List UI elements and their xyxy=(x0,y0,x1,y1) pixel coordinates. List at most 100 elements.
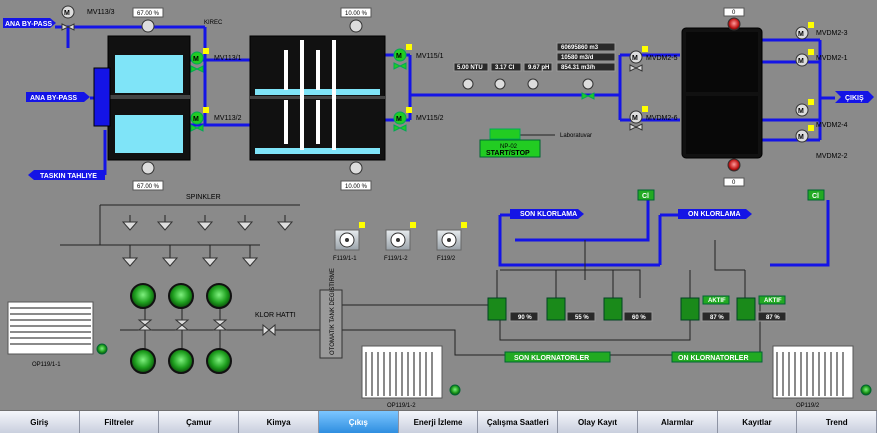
nav-button-5[interactable]: Enerji İzleme xyxy=(398,411,479,433)
filter-tank-2 xyxy=(249,35,386,161)
label-mvdm2-1: MVDM2-1 xyxy=(816,55,848,62)
nav-button-7[interactable]: Olay Kayıt xyxy=(558,411,638,433)
valve-mv113-3[interactable]: M xyxy=(61,5,75,31)
son-chlor-2-value: 55 % xyxy=(575,315,589,321)
nav-button-0[interactable]: Giriş xyxy=(0,411,80,433)
nav-button-4[interactable]: Çıkış xyxy=(318,411,399,433)
fan-f119-1-1[interactable] xyxy=(334,222,365,251)
valve-mvdm2-2[interactable]: M xyxy=(795,125,814,143)
label-mv115-1: MV115/1 xyxy=(416,53,444,60)
son-klorlama-arrow: SON KLORLAMA xyxy=(510,209,584,219)
label-mv115-2: MV115/2 xyxy=(416,115,444,122)
fan-f119-2[interactable] xyxy=(436,222,467,251)
tank-changer-label: OTOMATIK TANK DEGISTIRME xyxy=(330,268,336,355)
label-kirec: KIREC xyxy=(204,20,223,26)
fan-label-3: F119/2 xyxy=(437,256,456,262)
on-klorlama-label: ON KLORLAMA xyxy=(688,211,741,218)
filter-tank-1 xyxy=(93,35,191,161)
nav-button-9[interactable]: Kayıtlar xyxy=(717,411,798,433)
valve-mvdm2-4[interactable]: M xyxy=(795,99,814,117)
op-panel-1[interactable] xyxy=(7,301,108,355)
fan-label-1: F119/1-1 xyxy=(333,256,357,262)
inline-valve-icon[interactable] xyxy=(581,92,595,100)
fan-label-2: F119/1-2 xyxy=(384,256,408,262)
svg-text:M: M xyxy=(632,55,638,62)
valve-mvdm2-3[interactable]: M xyxy=(795,22,814,40)
label-mv113-1: MV113/1 xyxy=(214,55,242,62)
on-chlor-1-value: 87 % xyxy=(710,315,724,321)
valve-mv113-2[interactable]: M xyxy=(190,107,209,132)
ana-bypass-top-arrow[interactable]: ANA BY-PASS xyxy=(3,18,56,28)
flow-rate-value: 854.31 m3/h xyxy=(561,65,595,71)
taskin-tahliye-arrow[interactable]: TASKIN TAHLIYE xyxy=(28,170,105,180)
svg-text:M: M xyxy=(193,116,199,123)
label-mvdm2-2: MVDM2-2 xyxy=(816,153,848,160)
nav-button-10[interactable]: Trend xyxy=(797,411,877,433)
svg-text:M: M xyxy=(193,56,199,63)
cl-sensor-2-label: Cl xyxy=(812,193,819,200)
on-klornatorler-label: ON KLORNATORLER xyxy=(678,355,749,362)
nav-button-1[interactable]: Filtreler xyxy=(79,411,160,433)
ph-value: 9.67 pH xyxy=(528,65,549,71)
pump-np02-label: NP-02 xyxy=(500,144,518,150)
son-chlor-3-value: 60 % xyxy=(632,315,646,321)
label-mv113-3: MV113/3 xyxy=(87,9,115,16)
cl-sensor-1-label: Cl xyxy=(642,193,649,200)
valve-mv115-1[interactable]: M xyxy=(393,44,412,70)
label-mvdm2-5: MVDM2-5 xyxy=(646,55,678,62)
taskin-tahliye-label: TASKIN TAHLIYE xyxy=(40,173,97,180)
value-top-right: 0 xyxy=(732,10,736,16)
nav-button-3[interactable]: Kimya xyxy=(239,411,319,433)
svg-text:M: M xyxy=(632,115,638,122)
pump-np02[interactable]: NP-02 START/STOP xyxy=(479,128,541,158)
op-panel-1-label: OP119/1-1 xyxy=(32,362,61,368)
chlorine-cylinders[interactable] xyxy=(130,283,232,374)
value-boxes xyxy=(132,7,745,191)
valve-mvdm2-5[interactable]: M xyxy=(629,46,648,72)
op-panel-3-label: OP119/2 xyxy=(796,403,820,409)
op-panel-3[interactable] xyxy=(772,345,872,399)
pump-start-stop-label: START/STOP xyxy=(486,150,530,157)
level-bot-2: 10.00 % xyxy=(345,184,368,190)
son-chlor-1-value: 90 % xyxy=(518,315,532,321)
nav-button-8[interactable]: Alarmlar xyxy=(637,411,718,433)
spinkler-label: SPINKLER xyxy=(186,194,221,201)
value-bot-right: 0 xyxy=(732,180,736,186)
level-top-1: 67.00 % xyxy=(137,11,160,17)
label-mvdm2-6: MVDM2-6 xyxy=(646,115,678,122)
ana-bypass-top-label: ANA BY-PASS xyxy=(5,21,52,28)
cl-sensor-2: Cl xyxy=(807,189,825,201)
valve-mvdm2-6[interactable]: M xyxy=(629,106,648,131)
level-top-2: 10.00 % xyxy=(345,11,368,17)
aktif-badge-2: AKTIF xyxy=(764,298,782,304)
ntu-value: 5.00 NTU xyxy=(457,65,483,71)
cylinder-valves[interactable] xyxy=(137,319,276,337)
ana-bypass-left-arrow[interactable]: ANA BY-PASS xyxy=(26,92,90,102)
svg-text:M: M xyxy=(798,108,804,115)
level-bot-1: 67.00 % xyxy=(137,184,160,190)
auto-tank-changer: OTOMATIK TANK DEGISTIRME xyxy=(319,268,343,359)
nav-button-2[interactable]: Çamur xyxy=(159,411,240,433)
valve-mv113-1[interactable]: M xyxy=(190,48,209,73)
valve-mv115-2[interactable]: M xyxy=(393,107,412,132)
flow-day-value: 10580 m3/d xyxy=(561,55,594,61)
op-panel-2-label: OP119/1-2 xyxy=(387,403,416,409)
ana-bypass-left-label: ANA BY-PASS xyxy=(30,95,77,102)
fan-f119-1-2[interactable] xyxy=(385,222,416,251)
flow-total-value: 60695860 m3 xyxy=(561,45,599,51)
nav-button-6[interactable]: Çalışma Saatleri xyxy=(478,411,559,433)
op-panel-2[interactable] xyxy=(361,345,461,399)
level-sensor-icon xyxy=(141,17,741,175)
valve-mvdm2-1[interactable]: M xyxy=(795,49,814,67)
aktif-badges xyxy=(702,295,786,305)
son-klornatorler-label: SON KLORNATORLER xyxy=(514,355,589,362)
aktif-badge-1: AKTIF xyxy=(708,298,726,304)
on-chlorinator-units[interactable] xyxy=(680,297,756,321)
svg-text:M: M xyxy=(798,31,804,38)
son-chlorinator-units[interactable] xyxy=(487,297,623,321)
svg-text:M: M xyxy=(396,116,402,123)
cl-sensor-1: Cl xyxy=(637,189,655,201)
svg-text:M: M xyxy=(64,10,70,17)
cikis-arrow[interactable]: ÇIKIŞ xyxy=(835,91,874,103)
